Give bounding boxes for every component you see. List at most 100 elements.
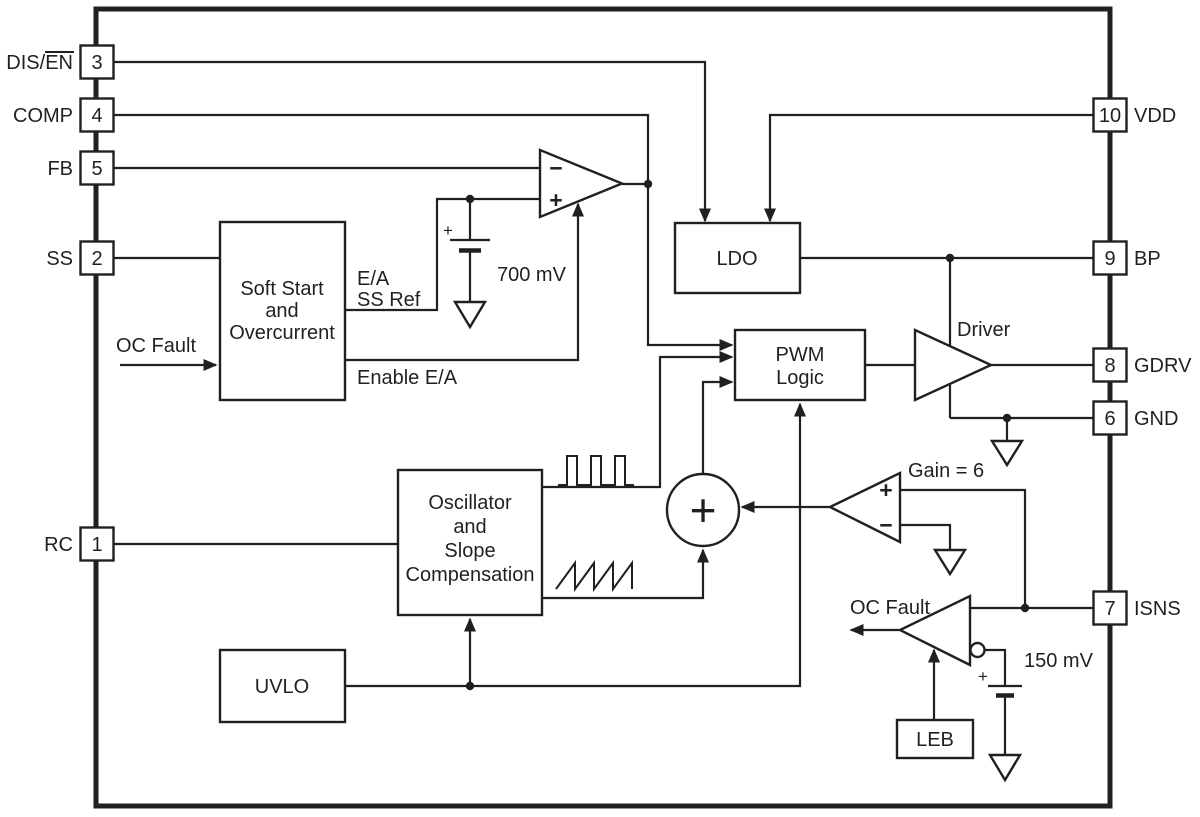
battery-plus-sign: + — [978, 667, 988, 686]
pin-label: COMP — [13, 105, 73, 127]
reference-700mv: + 700 mV — [443, 199, 567, 330]
junction-dot — [945, 253, 955, 263]
overcurrent-comparator — [897, 594, 986, 667]
pin-10-vdd: 10 VDD — [1092, 97, 1176, 133]
ldo-label: LDO — [716, 248, 757, 270]
ground-symbol — [932, 548, 968, 577]
pin-number: 5 — [91, 158, 102, 180]
pin-label: SS — [46, 248, 73, 270]
soft-start-label-1: Soft Start — [240, 278, 324, 300]
pin-label: FB — [47, 158, 73, 180]
pin-number: 6 — [1104, 408, 1115, 430]
pin-box — [79, 526, 115, 562]
pin-box — [1092, 347, 1128, 383]
clock-waveform-icon — [558, 455, 634, 486]
oc-fault-input-label: OC Fault — [116, 335, 196, 357]
pin-number: 9 — [1104, 248, 1115, 270]
wire-isns-to-gain — [900, 488, 1027, 608]
pin-9-bp: 9 BP — [1092, 240, 1161, 276]
battery-plus-sign: + — [443, 221, 453, 240]
pin-5-fb: 5 FB — [47, 150, 115, 186]
reference-150mv: + 150 mV — [978, 650, 1094, 783]
pin-box — [1092, 400, 1128, 436]
reference-700mv-label: 700 mV — [497, 264, 567, 286]
oscillator-label-4: Compensation — [406, 564, 535, 586]
ea-ref-label-1: E/A — [357, 268, 390, 290]
oscillator-label-3: Slope — [444, 540, 495, 562]
block-oscillator: Oscillator and Slope Compensation — [396, 468, 544, 617]
pin-number: 1 — [91, 534, 102, 556]
soft-start-label-3: Overcurrent — [229, 322, 335, 344]
gain-amp-triangle — [827, 471, 902, 544]
pin-box — [1092, 590, 1128, 626]
oscillator-box — [396, 468, 544, 617]
pwm-logic-box — [733, 328, 867, 402]
pin-6-gnd: 6 GND — [1092, 400, 1178, 436]
wire-enable-ea — [345, 202, 584, 362]
junction-dot — [1020, 603, 1030, 613]
error-amp-plus-sign: + — [549, 187, 562, 213]
gain-amp-minus-sign: − — [879, 512, 892, 538]
summing-plus-sign: + — [690, 484, 717, 536]
pin-7-isns: 7 ISNS — [1092, 590, 1181, 626]
pin-1-rc: 1 RC — [44, 526, 115, 562]
pin-number: 4 — [91, 105, 102, 127]
pin-label: RC — [44, 534, 73, 556]
pin-box — [79, 240, 115, 276]
pin-box — [79, 44, 115, 80]
wire-sum-to-pwm — [701, 376, 734, 474]
ramp-waveform-icon — [555, 559, 633, 593]
pin-number: 3 — [91, 52, 102, 74]
wire-ss-ref — [345, 197, 540, 312]
ea-ref-label-2: SS Ref — [357, 289, 421, 311]
summing-junction: + — [665, 472, 741, 548]
pin-label: GND — [1134, 408, 1178, 430]
block-soft-start: Soft Start and Overcurrent — [218, 220, 347, 402]
pin-label: ISNS — [1134, 598, 1181, 620]
block-ldo: LDO — [673, 221, 802, 295]
wire-vdd — [764, 113, 1094, 223]
driver-amplifier: Driver — [913, 319, 1011, 402]
wire-comp-ea — [113, 113, 734, 351]
pin-label: DIS/EN — [6, 52, 73, 74]
uvlo-label: UVLO — [255, 676, 309, 698]
pin-box — [79, 97, 115, 133]
leb-label: LEB — [916, 729, 954, 751]
block-uvlo: UVLO — [218, 648, 347, 724]
ground-symbol — [989, 439, 1025, 468]
oscillator-label-2: and — [453, 516, 486, 538]
pin-box — [1092, 240, 1128, 276]
error-amp-minus-sign: − — [549, 155, 562, 181]
wire-gain-minus — [900, 523, 952, 550]
pin-box — [79, 150, 115, 186]
pin-3-dis-en: 3 DIS/EN — [6, 44, 115, 80]
pwm-logic-label-1: PWM — [776, 344, 825, 366]
error-amplifier: − + — [538, 148, 626, 219]
driver-triangle — [913, 328, 994, 402]
gain-amp-plus-sign: + — [879, 477, 892, 503]
ldo-box — [673, 221, 802, 295]
ground-symbol — [452, 300, 488, 330]
pin-label: GDRV — [1134, 355, 1192, 377]
pin-number: 7 — [1104, 598, 1115, 620]
pin-2-ss: 2 SS — [46, 240, 115, 276]
soft-start-label-2: and — [265, 300, 298, 322]
current-sense-amplifier: + − Gain = 6 — [827, 460, 984, 544]
block-leb: LEB — [895, 718, 975, 760]
junction-dot — [643, 179, 653, 189]
reference-150mv-label: 150 mV — [1024, 650, 1094, 672]
inverter-bubble-icon — [969, 641, 986, 659]
pin-number: 8 — [1104, 355, 1115, 377]
wires — [113, 60, 1094, 720]
pin-box — [1092, 97, 1128, 133]
junction-dot — [1002, 413, 1012, 423]
gain-amp-label: Gain = 6 — [908, 460, 984, 482]
wire-ramp — [542, 548, 709, 600]
leb-box — [895, 718, 975, 760]
wire-clock — [542, 351, 734, 489]
uvlo-box — [218, 648, 347, 724]
block-pwm-logic: PWM Logic — [733, 328, 867, 402]
wire-dis-en — [113, 60, 711, 223]
pin-label: BP — [1134, 248, 1161, 270]
